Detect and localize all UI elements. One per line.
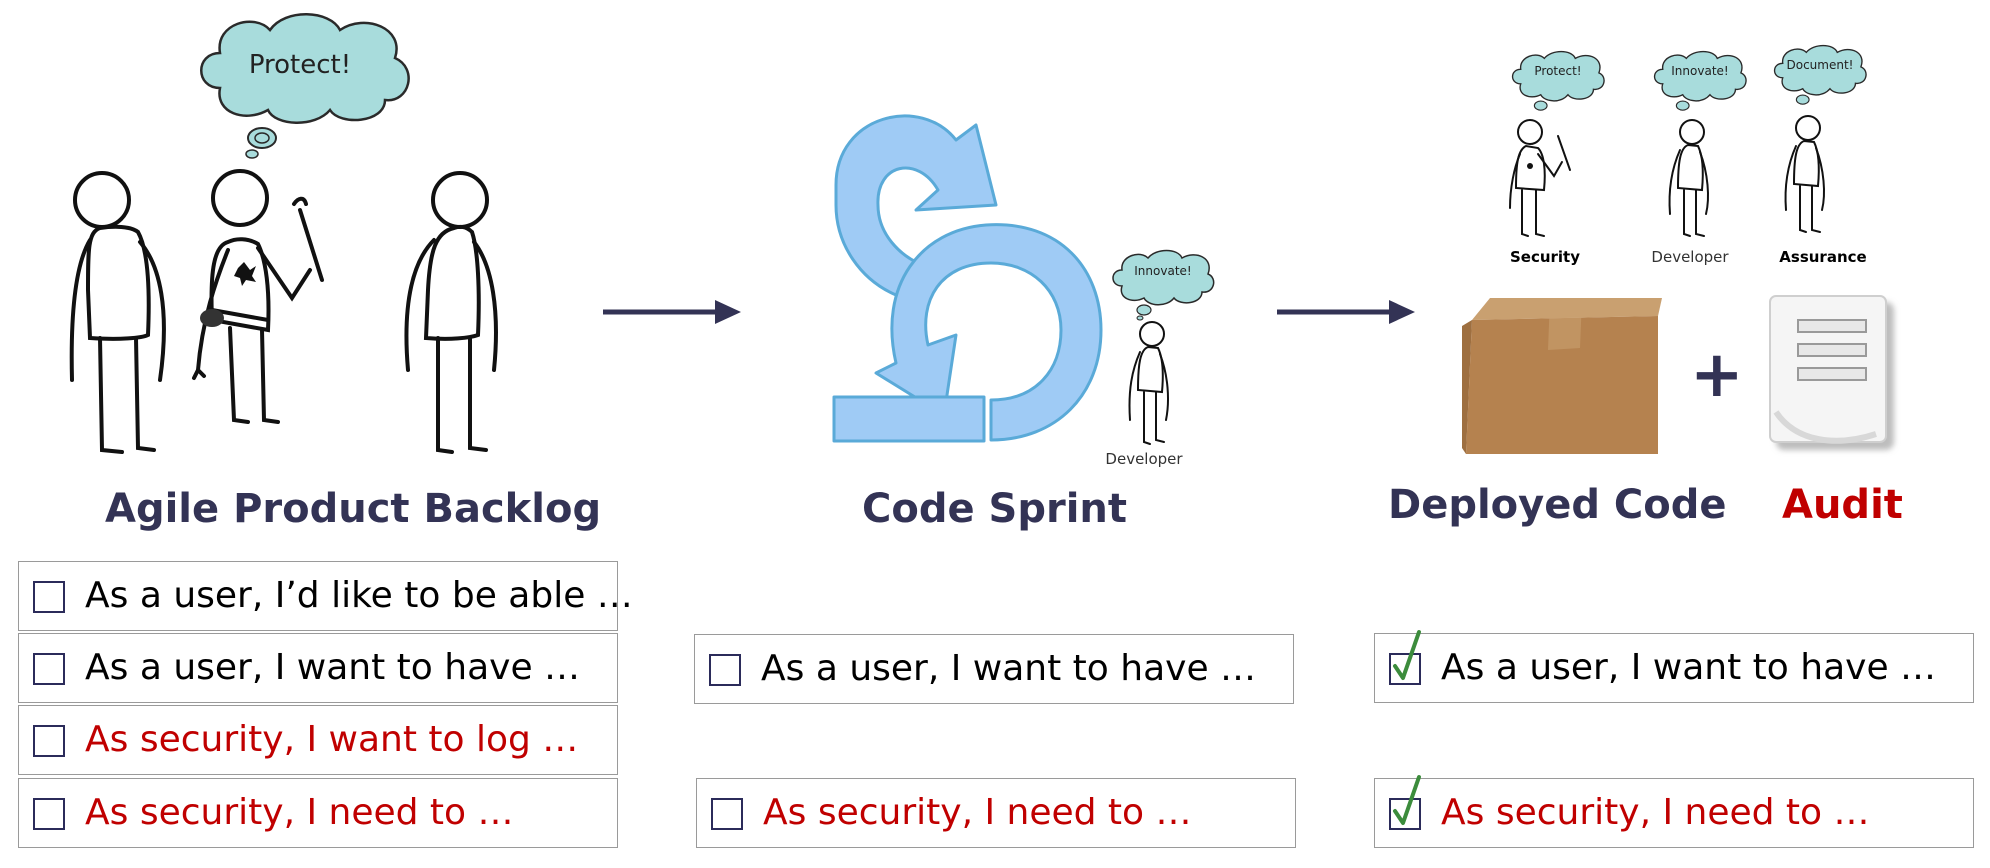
assurance-label: Assurance	[1779, 248, 1867, 266]
thought-cloud	[1773, 44, 1867, 105]
story-text: As security, I need to …	[85, 792, 514, 833]
stick-figure-security	[192, 169, 324, 424]
stick-figure-person	[404, 171, 498, 454]
story-row[interactable]: As security, I need to …	[1374, 775, 1974, 848]
stick-figure-person	[69, 171, 166, 454]
checkbox[interactable]	[33, 581, 65, 613]
story-row[interactable]: As a user, I’d like to be able …	[18, 561, 633, 631]
stick-figure-developer	[1668, 119, 1709, 237]
checkmark-icon	[1393, 775, 1421, 825]
story-text: As security, I need to …	[763, 792, 1192, 833]
stick-figure-assurance	[1784, 115, 1825, 233]
sprint-title: Code Sprint	[862, 486, 1127, 532]
story-row[interactable]: As security, I need to …	[696, 778, 1296, 848]
story-text: As a user, I’d like to be able …	[85, 575, 633, 616]
thought-cloud	[1653, 50, 1747, 111]
checkbox[interactable]	[1389, 653, 1421, 685]
thought-cloud-text: Innovate!	[1134, 264, 1192, 278]
story-row[interactable]: As a user, I want to have …	[1374, 630, 1974, 703]
checkbox[interactable]	[709, 654, 741, 686]
thought-cloud-text: Document!	[1786, 58, 1854, 72]
thought-cloud	[1112, 249, 1215, 321]
package-box-icon	[1462, 298, 1662, 454]
plus-sign: +	[1690, 338, 1744, 412]
sprint-cycle-icon	[832, 114, 1103, 443]
stick-figure-developer	[1128, 321, 1169, 445]
arrow-right-icon	[603, 300, 741, 324]
checkmark-icon	[1393, 630, 1421, 680]
story-row[interactable]: As a user, I want to have …	[694, 634, 1294, 704]
checkbox[interactable]	[33, 725, 65, 757]
stick-figure-security	[1509, 119, 1571, 237]
checkbox[interactable]	[1389, 798, 1421, 830]
story-row[interactable]: As a user, I want to have …	[18, 633, 618, 703]
story-text: As security, I need to …	[1441, 792, 1870, 833]
developer-label: Developer	[1105, 450, 1183, 468]
checkbox[interactable]	[33, 653, 65, 685]
thought-cloud-text: Protect!	[1534, 64, 1582, 78]
thought-cloud-text: Protect!	[248, 50, 352, 80]
story-text: As a user, I want to have …	[85, 647, 581, 688]
checkbox[interactable]	[33, 798, 65, 830]
developer-label: Developer	[1651, 248, 1729, 266]
checkbox[interactable]	[711, 798, 743, 830]
security-label: Security	[1509, 248, 1581, 266]
thought-cloud-text: Innovate!	[1671, 64, 1729, 78]
backlog-title: Agile Product Backlog	[105, 486, 602, 532]
arrow-right-icon	[1277, 300, 1415, 324]
story-row[interactable]: As security, I want to log …	[18, 705, 618, 775]
story-text: As a user, I want to have …	[761, 648, 1257, 689]
story-text: As a user, I want to have …	[1441, 647, 1937, 688]
thought-cloud	[1511, 50, 1605, 111]
story-row[interactable]: As security, I need to …	[18, 778, 618, 848]
thought-cloud	[200, 13, 410, 159]
audit-title: Audit	[1782, 482, 1903, 528]
deployed-title: Deployed Code	[1388, 482, 1727, 528]
audit-document-icon	[1769, 295, 1894, 450]
story-text: As security, I want to log …	[85, 719, 579, 760]
